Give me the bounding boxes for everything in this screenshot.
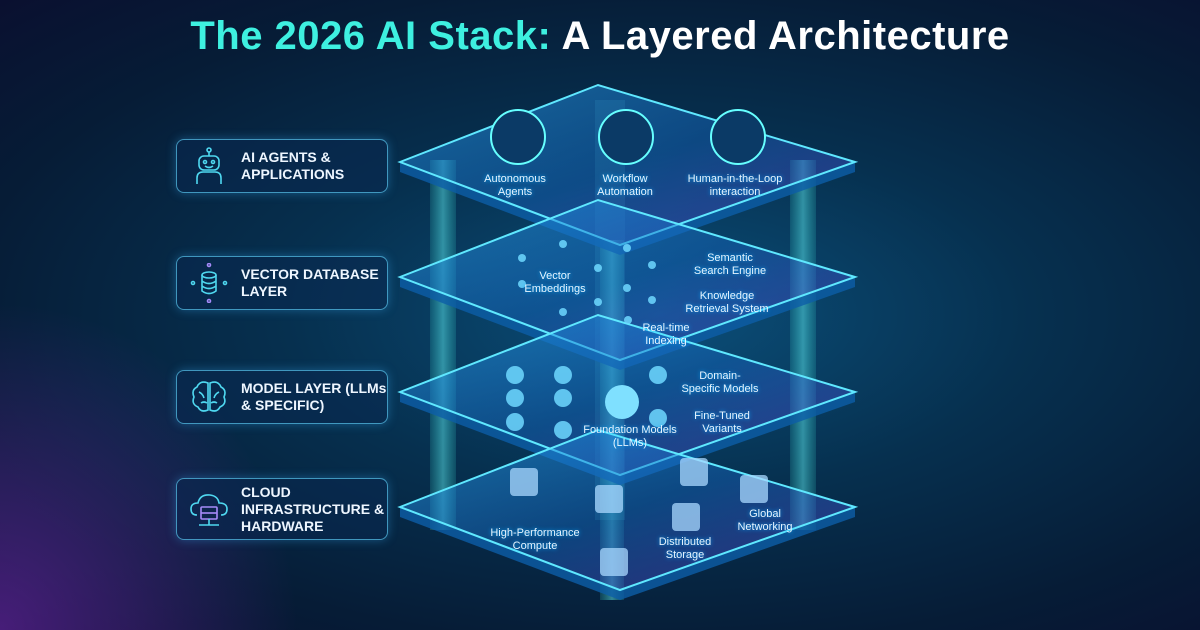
item-foundation-models: Foundation Models (LLMs)	[583, 424, 677, 449]
globe-icon	[740, 475, 768, 503]
network-node	[559, 308, 567, 316]
network-node	[506, 366, 524, 384]
network-node	[506, 413, 524, 431]
network-node	[649, 366, 667, 384]
agent-icon-circle	[598, 109, 654, 165]
item-autonomous-agents: Autonomous Agents	[484, 173, 546, 198]
item-vector-embeddings: Vector Embeddings	[524, 270, 586, 295]
network-node	[623, 244, 631, 252]
brain-icon	[192, 381, 226, 412]
network-node	[554, 421, 572, 439]
network-node	[554, 366, 572, 384]
item-distributed-storage: Distributed Storage	[658, 536, 712, 561]
page-title: The 2026 AI Stack: A Layered Architectur…	[190, 14, 1010, 58]
network-node	[648, 296, 656, 304]
background-glow	[0, 300, 300, 630]
item-domain-specific: Domain-Specific Models	[681, 370, 759, 395]
network-node	[649, 409, 667, 427]
network-node	[554, 389, 572, 407]
item-workflow-automation: Workflow Automation	[597, 173, 653, 198]
layer-card-agents: AI AGENTS & APPLICATIONS	[176, 139, 388, 193]
chip-icon	[680, 458, 708, 486]
chip-icon	[595, 485, 623, 513]
network-node	[506, 389, 524, 407]
foundation-model-node	[605, 385, 639, 419]
chip-icon	[600, 548, 628, 576]
layer-card-vector: VECTOR DATABASE LAYER	[176, 256, 388, 310]
layer-label: VECTOR DATABASE LAYER	[241, 266, 379, 299]
database-icon	[190, 263, 228, 303]
network-node	[624, 316, 632, 324]
item-semantic-search: Semantic Search Engine	[693, 252, 767, 277]
network-node	[518, 280, 526, 288]
layer-card-infra: CLOUD INFRASTRUCTURE & HARDWARE	[176, 478, 388, 540]
network-node	[648, 261, 656, 269]
network-node	[594, 264, 602, 272]
layer-label: CLOUD INFRASTRUCTURE & HARDWARE	[241, 483, 385, 534]
agent-icon-circle	[490, 109, 546, 165]
agent-icon-circle	[710, 109, 766, 165]
layer-card-model: MODEL LAYER (LLMs & SPECIFIC)	[176, 370, 388, 424]
plate-vector	[397, 198, 859, 362]
server-rack-icon	[510, 468, 538, 496]
item-hpc: High-Performance Compute	[490, 527, 580, 552]
network-node	[559, 240, 567, 248]
layer-label: MODEL LAYER (LLMs & SPECIFIC)	[241, 380, 387, 413]
cloud-server-icon	[190, 494, 228, 526]
network-node	[594, 298, 602, 306]
network-node	[623, 284, 631, 292]
item-global-networking: Global Networking	[737, 508, 793, 533]
item-fine-tuned: Fine-Tuned Variants	[694, 410, 750, 435]
layer-label: AI AGENTS & APPLICATIONS	[241, 149, 345, 182]
item-human-in-the-loop: Human-in-the-Loop interaction	[687, 173, 783, 198]
network-node	[518, 254, 526, 262]
item-knowledge-retrieval: Knowledge Retrieval System	[685, 290, 769, 315]
robot-icon	[196, 147, 222, 184]
item-realtime-indexing: Real-time Indexing	[642, 322, 690, 347]
storage-icon	[672, 503, 700, 531]
